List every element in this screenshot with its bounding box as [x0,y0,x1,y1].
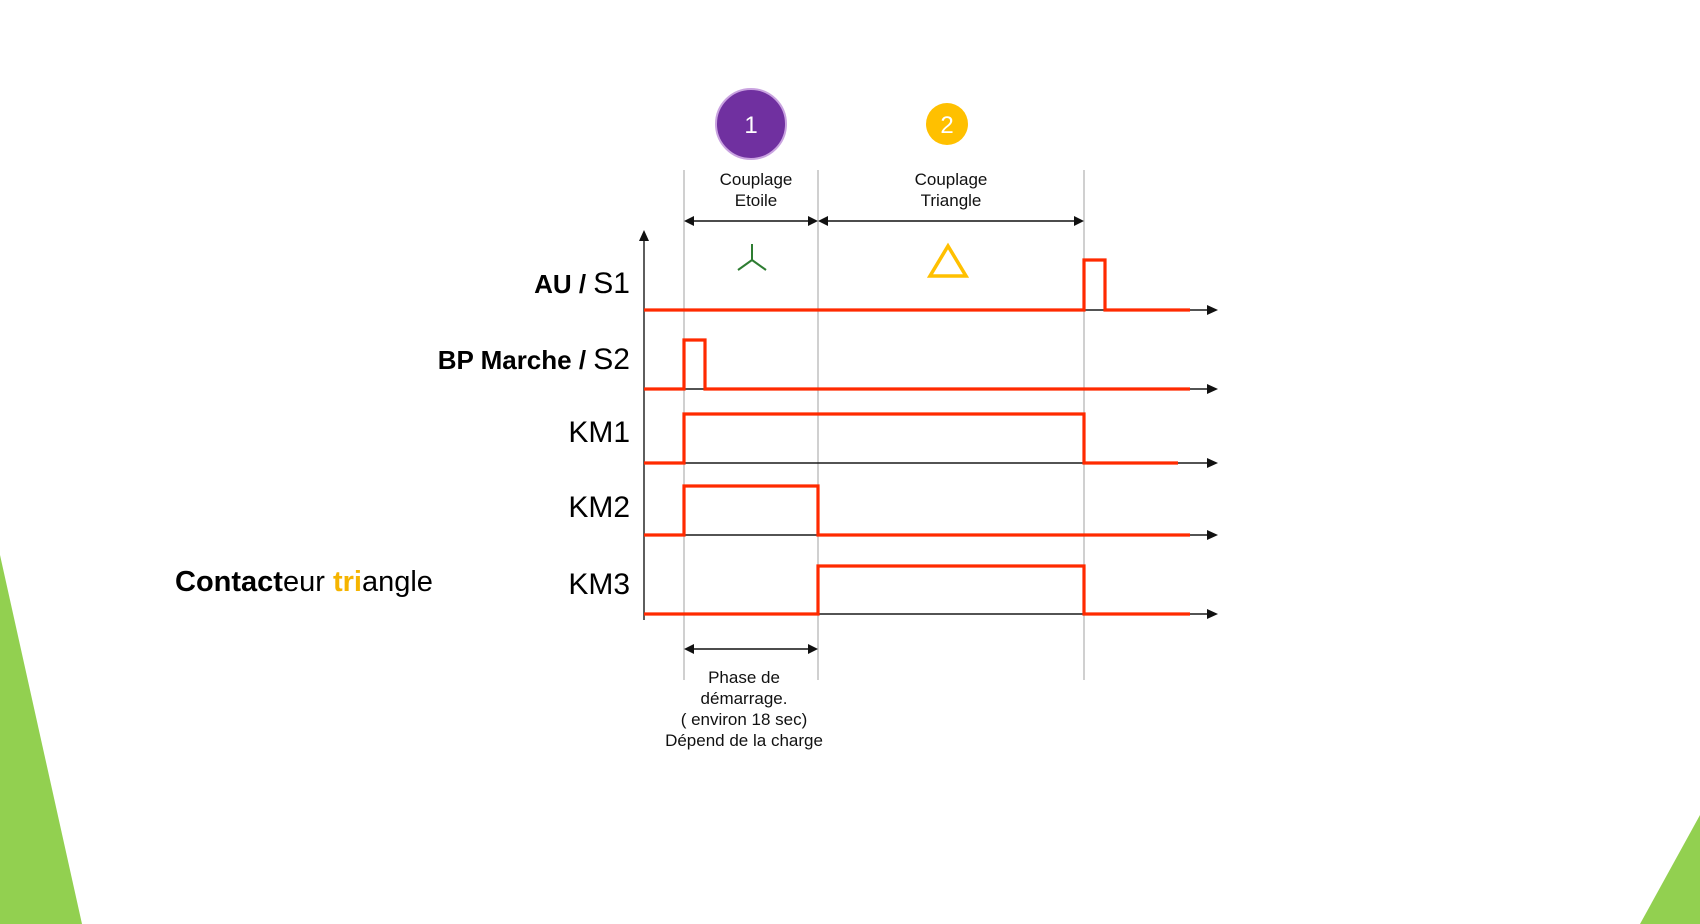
phase-1-badge: 1 [715,88,787,160]
phase-2-number: 2 [940,112,953,139]
triangle-symbol-icon [926,242,970,278]
phase-2-badge: 2 [926,103,968,145]
vertical-axis-arrowhead [639,230,649,241]
star-symbol-icon [737,244,767,271]
signal-label-s2: BP Marche / S2 [438,343,630,376]
startup-note-line2: démarrage. [701,689,788,708]
startup-note-line4: Dépend de la charge [665,731,823,750]
caption-contacteur-triangle: Contacteur triangle [175,566,433,599]
phase-1-title-line1: Couplage [720,170,793,189]
signal-au-s1 [644,258,1190,312]
signal-bp-marche-s2 [644,338,1190,391]
caption-part2: eur [282,566,333,598]
signal-km1 [644,412,1178,465]
signal-label-km2: KM2 [568,491,630,524]
phase-1-number: 1 [744,112,757,139]
signal-label-s1: AU / S1 [534,267,630,300]
signal-label-km1: KM1 [568,416,630,449]
startup-note-line3: ( environ 18 sec) [681,710,808,729]
caption-part4: angle [361,566,433,598]
signal-label-km3: KM3 [568,568,630,601]
phase-2-title-line2: Triangle [921,191,982,210]
phase-1-title-line2: Etoile [735,191,778,210]
signal-km3 [644,564,1190,616]
startup-note-line1: Phase de [708,668,780,687]
signal-km2 [644,484,1190,537]
phase-2-duration-arrow [818,216,1084,226]
phase-1-duration-arrow [684,216,818,226]
caption-part3: tri [332,566,362,598]
green-decoration-left [0,555,82,924]
green-decoration-right [1640,815,1700,924]
caption-part1: Contact [175,566,283,598]
phase-2-title-line1: Couplage [915,170,988,189]
startup-duration-arrow [684,644,818,654]
